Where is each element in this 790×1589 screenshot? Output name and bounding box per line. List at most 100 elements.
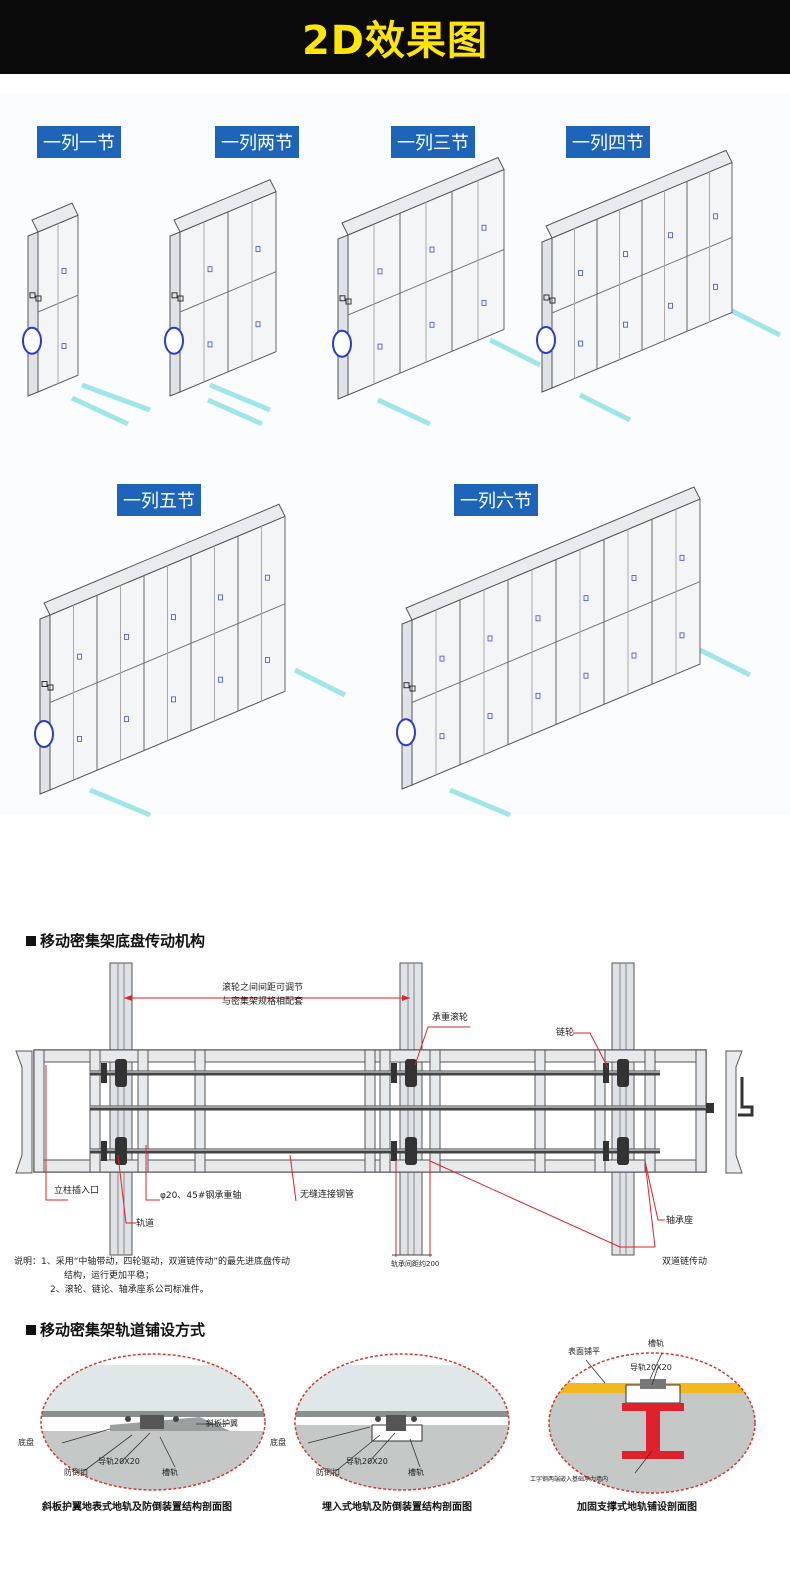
- floor-rail: [488, 337, 542, 368]
- brand-logo-icon: [332, 329, 352, 358]
- anno-track: 轨道: [136, 1219, 155, 1229]
- track1-label-chassis: 底盘: [18, 1438, 34, 1447]
- door-lock: [481, 299, 487, 306]
- square-bullet-icon: [26, 936, 36, 946]
- anno-roller-spacing-2: 与密集架规格相配套: [222, 997, 304, 1007]
- door-lock: [535, 692, 541, 699]
- label-six-sections: 一列六节: [454, 484, 538, 516]
- door-lock: [713, 283, 718, 290]
- handle-box: [35, 295, 42, 302]
- door-lock: [265, 657, 270, 663]
- door-lock: [429, 246, 435, 253]
- door-lock: [623, 251, 628, 258]
- square-bullet-icon: [26, 1325, 36, 1335]
- handle-box: [403, 682, 410, 689]
- floor-rail: [578, 392, 632, 423]
- brand-logo-icon: [22, 326, 42, 355]
- brand-logo-icon: [34, 720, 54, 748]
- door-lock: [623, 321, 628, 328]
- handle-box: [47, 684, 54, 691]
- door-lock: [583, 672, 589, 679]
- handle-box: [409, 685, 416, 692]
- anno-steel-pipe: 无缝连接钢管: [300, 1190, 355, 1200]
- door-lock: [439, 733, 445, 740]
- floor-rail: [206, 397, 264, 427]
- handle-box: [171, 292, 178, 299]
- brand-logo-icon: [396, 718, 416, 747]
- label-one-section: 一列一节: [37, 126, 121, 158]
- label-three-sections: 一列三节: [391, 126, 475, 158]
- track2-caption: 埋入式地轨及防倒装置结构剖面图: [322, 1502, 472, 1513]
- door-lock: [377, 268, 383, 275]
- note-line-3: 2、滚轮、链论、轴承座系公司标准件。: [50, 1285, 209, 1295]
- door-lock: [631, 575, 637, 581]
- floor-rail: [449, 787, 511, 818]
- track-diagrams: [40, 1352, 756, 1494]
- door-lock: [713, 213, 718, 220]
- track3-label-surface: 表面铺平: [568, 1347, 600, 1356]
- label-two-sections: 一列两节: [215, 126, 299, 158]
- label-five-sections: 一列五节: [117, 484, 201, 516]
- floor-rail: [293, 667, 347, 698]
- door-lock: [124, 633, 129, 640]
- track3-label-i-beam: 工字钢两端嵌入基础承力墙内: [530, 1476, 609, 1483]
- anno-double-chain: 双道链传动: [662, 1257, 708, 1267]
- end-panel: [39, 614, 51, 795]
- track2-label-anti-tip: 防倒扣: [316, 1468, 340, 1477]
- track2-label-groove-rail: 槽轨: [408, 1468, 424, 1477]
- cabinet-top: [43, 503, 286, 616]
- door-lock: [207, 266, 213, 273]
- track3-label-guide-rail: 导轨20X20: [630, 1363, 672, 1372]
- handle-box: [543, 294, 550, 301]
- door-lock: [61, 343, 67, 350]
- door-lock: [679, 554, 685, 561]
- handle-box: [549, 297, 556, 304]
- brand-logo-icon: [164, 326, 184, 355]
- floor-rail: [698, 647, 752, 678]
- door-lock: [429, 321, 435, 328]
- floor-rail: [81, 382, 151, 413]
- anno-track-spacing: 轨承间距约200: [391, 1260, 440, 1268]
- end-panel: [401, 619, 413, 790]
- end-panel: [541, 237, 553, 393]
- door-lock: [218, 594, 223, 601]
- anno-shaft: φ20、45#钢承重轴: [160, 1191, 242, 1201]
- handle-box: [339, 295, 346, 302]
- floor-rail: [209, 382, 271, 413]
- door-lock: [578, 340, 583, 347]
- transmission-title: 移动密集架底盘传动机构: [26, 930, 205, 951]
- door-lock: [77, 735, 82, 742]
- cabinet-top: [173, 179, 277, 233]
- door-lock: [171, 696, 176, 703]
- floor-rail: [728, 307, 782, 338]
- handle-box: [41, 681, 48, 687]
- track1-label-guard: 斜板护翼: [206, 1419, 238, 1428]
- note-line-1: 说明：1、采用“中轴带动，四轮驱动，双道链传动”的最先进底盘传动: [14, 1257, 291, 1267]
- transmission-diagram: [15, 962, 754, 1257]
- handle-box: [29, 292, 36, 299]
- end-panel: [337, 234, 349, 400]
- track3-caption: 加固支撑式地轨铺设剖面图: [577, 1502, 697, 1513]
- door-lock: [668, 302, 673, 309]
- track1-caption: 斜板护翼地表式地轨及防倒装置结构剖面图: [42, 1502, 232, 1513]
- anno-roller-spacing-1: 滚轮之间间距可调节: [222, 983, 304, 993]
- brand-logo-icon: [536, 326, 556, 354]
- header-banner: 2D效果图: [0, 0, 790, 74]
- door-lock: [171, 614, 176, 621]
- anno-post-inlet: 立柱插入口: [54, 1186, 100, 1196]
- anno-sprocket: 链轮: [556, 1028, 575, 1038]
- door-lock: [218, 676, 223, 683]
- header-title: 2D效果图: [301, 18, 489, 64]
- door-lock: [487, 635, 493, 642]
- door-lock: [679, 632, 685, 639]
- door-lock: [255, 246, 261, 252]
- floor-rail: [89, 787, 151, 818]
- door-lock: [631, 652, 637, 659]
- handle-box: [345, 298, 352, 305]
- end-panel: [27, 231, 39, 397]
- door-lock: [61, 267, 67, 274]
- cabinet-top: [31, 202, 79, 233]
- anno-bearing-seat: 轴承座: [666, 1216, 694, 1226]
- door-lock: [124, 716, 129, 723]
- door-lock: [481, 224, 487, 231]
